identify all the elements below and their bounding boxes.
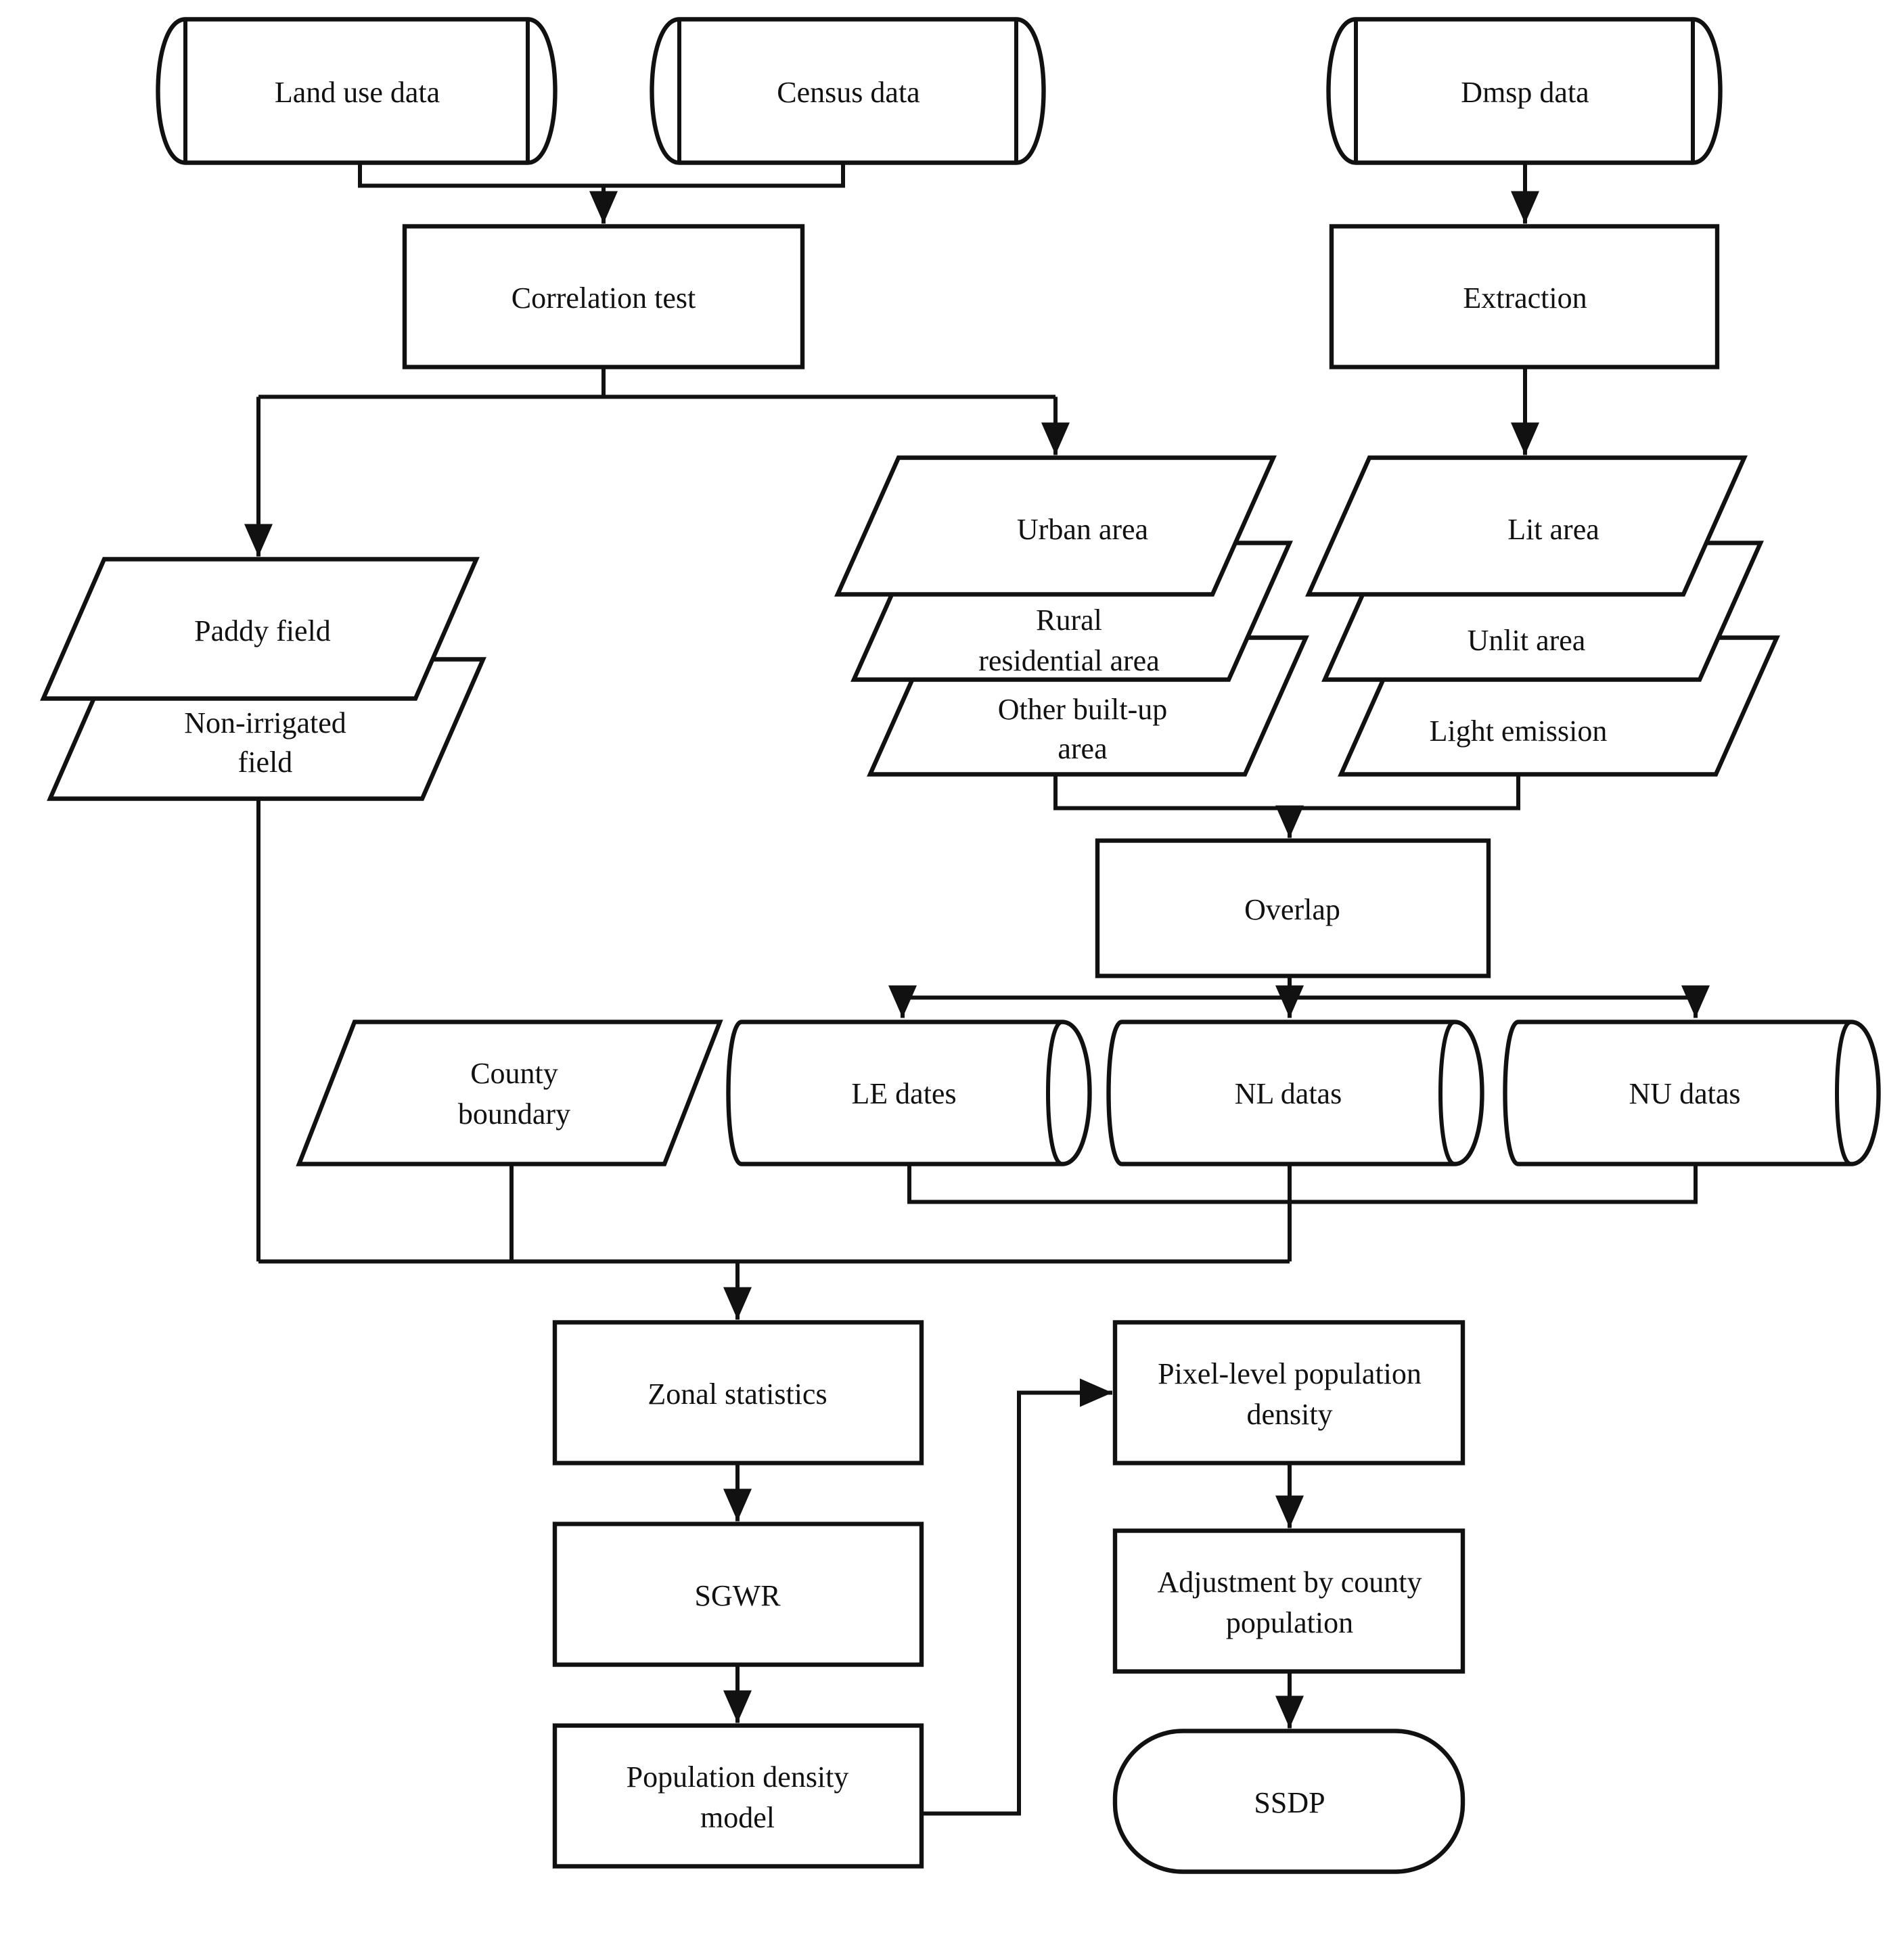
- node-overlap: Overlap: [1095, 838, 1491, 978]
- node-zonal-statistics: Zonal statistics: [552, 1320, 924, 1465]
- node-non-irrigated-field-label-2: field: [238, 746, 293, 779]
- node-paddy-field: Paddy field: [40, 557, 480, 701]
- node-urban-area-label: Urban area: [1017, 513, 1148, 546]
- node-nl-datas-label: NL datas: [1235, 1077, 1342, 1110]
- node-nu-datas-label: NU datas: [1629, 1077, 1741, 1110]
- node-dmsp-data-label: Dmsp data: [1461, 76, 1589, 109]
- node-lit-area: Lit area: [1305, 455, 1748, 597]
- node-rural-residential-area-label-1: Rural: [1036, 603, 1102, 637]
- node-county-boundary-label-2: boundary: [458, 1097, 570, 1131]
- node-county-boundary-label-1: County: [470, 1057, 558, 1090]
- edge-stacks-to-overlap-bar: [1053, 774, 1520, 811]
- node-rural-residential-area-label-2: residential area: [978, 644, 1160, 677]
- node-other-built-up-area-label-1: Other built-up: [998, 693, 1168, 726]
- node-population-density-model-label-2: model: [700, 1801, 775, 1834]
- node-extraction-label: Extraction: [1463, 281, 1587, 315]
- node-extraction: Extraction: [1329, 224, 1720, 369]
- node-le-dates-label: LE dates: [851, 1077, 956, 1110]
- node-paddy-field-label: Paddy field: [194, 614, 331, 647]
- node-population-density-model: Population density model: [552, 1723, 924, 1869]
- node-correlation-test: Correlation test: [402, 224, 805, 369]
- node-sgwr: SGWR: [552, 1522, 924, 1667]
- node-population-density-model-label-1: Population density: [627, 1760, 849, 1794]
- node-le-dates: LE dates: [726, 1020, 1092, 1166]
- node-nl-datas: NL datas: [1106, 1020, 1484, 1166]
- node-pixel-level-population-density-label-2: density: [1246, 1398, 1332, 1431]
- node-sgwr-label: SGWR: [694, 1579, 781, 1612]
- node-non-irrigated-field-label-1: Non-irrigated: [184, 706, 346, 739]
- node-ssdp: SSDP: [1112, 1729, 1466, 1874]
- node-unlit-area-label: Unlit area: [1468, 624, 1586, 657]
- edge-pdm-to-pixel-arrow: [922, 1378, 1112, 1816]
- node-adjustment-by-county-population-label-2: population: [1226, 1606, 1353, 1639]
- node-land-use-data: Land use data: [156, 17, 558, 165]
- node-correlation-test-label: Correlation test: [512, 281, 696, 315]
- node-adjustment-by-county-population: Adjustment by county population: [1112, 1528, 1466, 1674]
- node-overlap-label: Overlap: [1244, 893, 1340, 926]
- node-urban-area: Urban area: [834, 455, 1277, 597]
- node-census-data-label: Census data: [777, 76, 919, 109]
- edge-ledates-nudatas-bar: [907, 1164, 1698, 1204]
- node-nu-datas: NU datas: [1503, 1020, 1881, 1166]
- node-dmsp-data: Dmsp data: [1326, 17, 1723, 165]
- node-ssdp-label: SSDP: [1254, 1786, 1325, 1819]
- node-zonal-statistics-label: Zonal statistics: [648, 1377, 827, 1411]
- edge-landuse-census-merge: [358, 162, 845, 188]
- node-adjustment-by-county-population-label-1: Adjustment by county: [1157, 1566, 1422, 1599]
- node-lit-area-label: Lit area: [1507, 513, 1599, 546]
- node-other-built-up-area-label-2: area: [1058, 732, 1107, 765]
- node-pixel-level-population-density-label-1: Pixel-level population: [1158, 1357, 1422, 1390]
- node-county-boundary: County boundary: [296, 1020, 723, 1166]
- node-light-emission-label: Light emission: [1430, 714, 1608, 748]
- node-land-use-data-label: Land use data: [275, 76, 440, 109]
- node-census-data: Census data: [650, 17, 1046, 165]
- node-pixel-level-population-density: Pixel-level population density: [1112, 1320, 1466, 1465]
